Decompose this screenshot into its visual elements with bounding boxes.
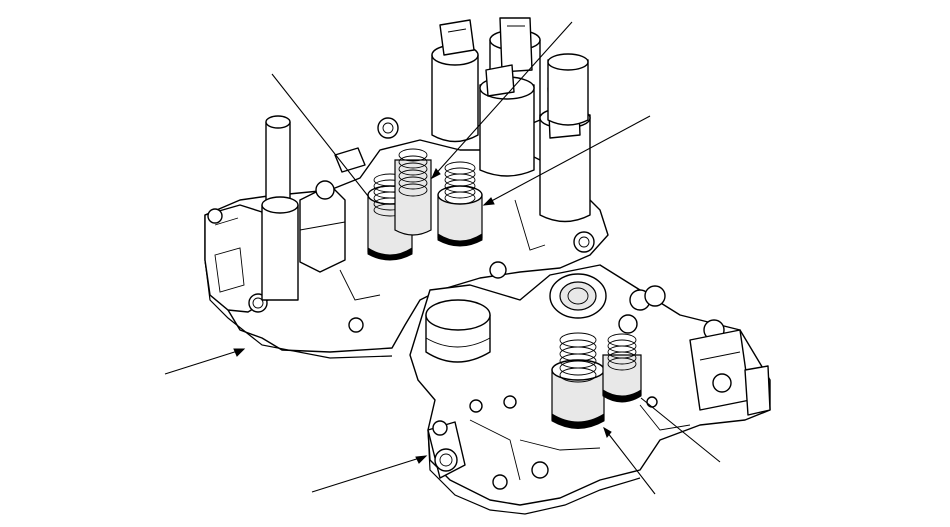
callout-lower-spring-left-leader	[603, 427, 656, 495]
callout-upper-body-leader	[164, 348, 245, 375]
callout-upper-spring-right-leader	[483, 115, 651, 206]
lower-spring-set-left	[551, 332, 605, 429]
lower-spring-set-right	[602, 333, 642, 403]
callout-lower-body-leader	[311, 455, 427, 493]
upper-spring-set-right	[437, 161, 483, 247]
callout-upper-spring-left-leader	[271, 73, 369, 197]
callout-upper-solenoid-leader	[431, 21, 573, 179]
callout-leaders	[164, 21, 721, 495]
callout-lower-spring-right-leader	[640, 397, 721, 463]
upper-spring-set-middle	[394, 148, 432, 236]
lower-valve-body	[409, 264, 771, 515]
upper-solenoid-cluster	[431, 17, 591, 223]
